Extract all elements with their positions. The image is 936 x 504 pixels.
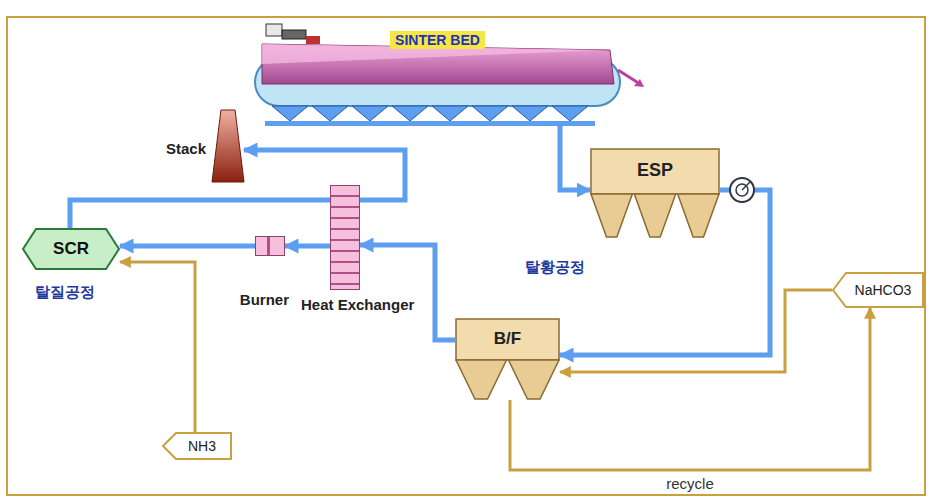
sinter-bed: SINTER BED: [255, 28, 620, 125]
flow-line: [510, 308, 870, 470]
edge-label: recycle: [664, 475, 716, 492]
process-label: 탈황공정: [525, 258, 585, 277]
burner: Burner: [255, 236, 285, 256]
heat-exchanger: Heat Exchanger: [330, 185, 360, 290]
bag-filter: B/F: [455, 318, 560, 400]
node-label: NH3: [162, 432, 232, 460]
esp-unit: ESP: [590, 148, 720, 238]
flow-line: [120, 244, 255, 249]
flow-line: [120, 262, 195, 432]
process-label: 탈질공정: [35, 283, 95, 302]
node-label: Stack: [166, 140, 206, 157]
flow-line: [560, 290, 832, 372]
flow-line: [560, 125, 590, 190]
flow-line: [360, 245, 455, 340]
node-label: NaHCO3: [832, 272, 924, 308]
flow-line: [560, 190, 770, 355]
node-label: Heat Exchanger: [301, 296, 414, 313]
node-label: B/F: [455, 318, 560, 349]
node-label: SCR: [22, 228, 120, 270]
scr-reactor: SCR: [22, 228, 120, 270]
flow-line: [70, 200, 330, 228]
flow-line: [244, 150, 405, 200]
node-label: ESP: [590, 148, 720, 181]
stack: Stack: [212, 110, 244, 182]
reagent-tag: NaHCO3: [832, 272, 924, 308]
node-label: Burner: [240, 291, 289, 308]
reagent-tag: NH3: [162, 432, 232, 460]
flow-line: [285, 244, 330, 249]
sinter-machine: [255, 24, 644, 126]
node-label: SINTER BED: [390, 31, 485, 49]
stack-outline: [212, 110, 244, 182]
